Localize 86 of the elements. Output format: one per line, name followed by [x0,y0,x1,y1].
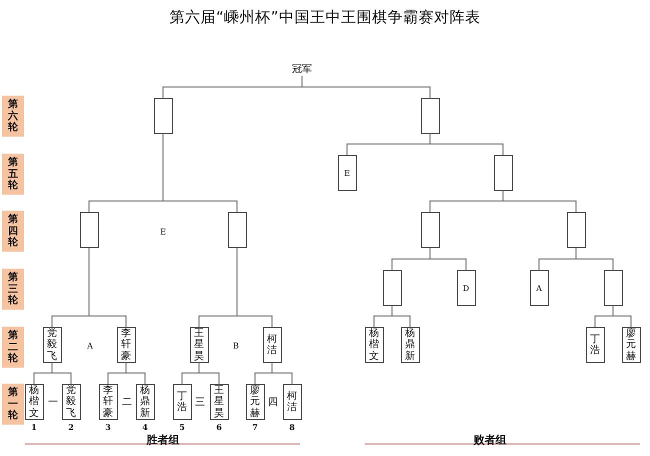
player-box [136,384,154,420]
empty-slot-box [604,270,622,306]
match-number: 三 [195,396,205,409]
seed-number: 8 [289,422,295,432]
player-name: 王星昊 [194,328,204,362]
bracket-line [430,248,466,270]
player-box [364,327,384,363]
bracket-line [88,248,126,328]
empty-slot-box [154,98,172,134]
round-label: 第六轮 [2,96,24,136]
empty-slot-box [80,212,98,248]
section-heading: 胜者组 [146,432,180,448]
player-name: 杨鼎新 [140,385,150,419]
bracket-line [302,76,430,98]
group-letter: A [87,342,93,350]
player-name: 廖元赫 [626,328,636,362]
player-box [62,384,80,420]
player-name: 廖元赫 [250,385,260,419]
seed-number: 6 [216,422,222,432]
empty-slot-box [494,155,512,191]
player-box [530,270,548,306]
seed-number: 7 [252,422,258,432]
seed-number: 5 [179,422,185,432]
player-box [42,327,62,363]
match-number: 二 [122,396,132,409]
player-name: 杨楷文 [29,385,39,419]
bracket-line [236,248,272,328]
player-name: 党毅飞 [66,385,76,419]
empty-slot-box [228,212,246,248]
player-name: 李轩豪 [121,328,131,362]
bracket-line [430,134,504,156]
group-letter: B [233,342,239,350]
bracket-line [272,362,292,384]
bracket-line [126,362,146,384]
round-label: 第四轮 [2,210,24,252]
player-name: 丁浩 [177,390,187,414]
seed-number: 4 [142,422,148,432]
player-box [172,384,192,420]
player-box [24,384,44,420]
player-box [400,327,420,363]
champion-label: 冠军 [289,62,315,76]
chart-title: 第六届“嵊州杯”中国王中王围棋争霸赛对阵表 [168,8,482,27]
seed-number: 3 [105,422,111,432]
player-name: 柯洁 [267,334,277,356]
player-name: 杨楷文 [369,328,379,362]
player-box [190,327,208,363]
bracket-line [392,306,410,328]
player-name: 李轩豪 [103,385,113,419]
group-letter: E [344,168,350,178]
bracket-line [612,306,632,328]
empty-slot-box [566,212,586,248]
bracket-line [198,362,220,384]
group-letter: A [536,284,542,292]
round-label: 第一轮 [2,384,24,424]
player-name: 丁浩 [590,334,600,356]
player-box [98,384,118,420]
player-name: 柯洁 [287,390,297,414]
group-letter: E [160,228,166,236]
player-box [586,327,604,363]
section-heading: 败者组 [474,432,506,448]
seed-number: 1 [31,422,37,432]
player-box [456,270,476,306]
round-label: 第五轮 [2,154,24,194]
group-letter: D [462,284,470,292]
player-box [262,327,282,363]
player-box [622,327,640,363]
bracket-line [576,248,614,270]
player-box [282,384,302,420]
player-box [210,384,228,420]
round-label: 第二轮 [2,326,24,368]
bracket-line [502,190,576,212]
seed-number: 2 [68,422,74,432]
player-box [338,155,356,191]
player-name: 杨鼎新 [405,328,415,362]
empty-slot-box [420,212,440,248]
bracket-line [52,362,72,384]
player-name: 党毅飞 [47,328,57,362]
match-number: 一 [48,396,58,409]
empty-slot-box [420,98,440,134]
player-box [246,384,264,420]
player-name: 王星昊 [214,385,224,419]
bracket-line [162,134,238,212]
empty-slot-box [382,270,402,306]
round-label: 第三轮 [2,268,24,310]
match-number: 四 [268,396,278,409]
player-box [116,327,136,363]
